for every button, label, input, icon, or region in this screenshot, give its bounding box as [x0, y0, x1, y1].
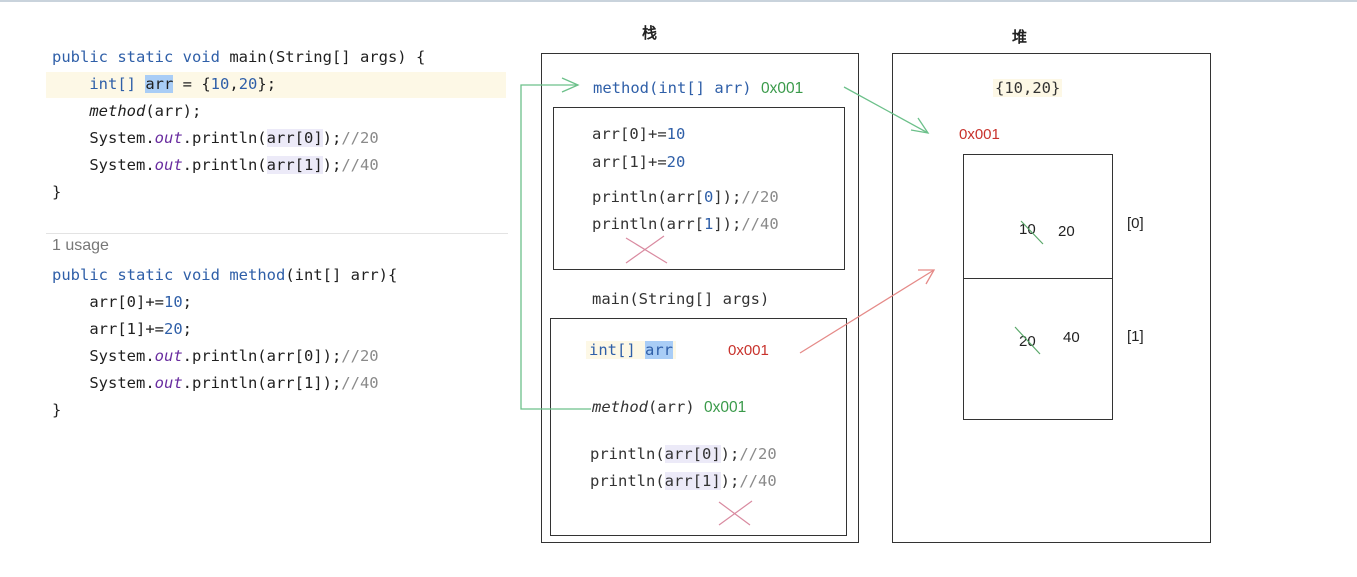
current-line-highlight — [46, 72, 506, 98]
method-frame-line: arr[1]+=20 — [592, 153, 686, 171]
method-frame-line: println(arr[0]);//20 — [592, 188, 779, 206]
main-println-0: println(arr[0]);//20 — [590, 445, 777, 463]
code-separator — [46, 233, 508, 234]
stack-method-frame-label: method(int[] arr) 0x001 — [593, 79, 804, 97]
heap-cell-divider — [963, 278, 1113, 280]
cell0-index: [0] — [1127, 215, 1144, 232]
heap-array — [963, 154, 1113, 420]
cell0-new-value: 20 — [1058, 223, 1075, 240]
method-frame-line: println(arr[1]);//40 — [592, 215, 779, 233]
cell0-old-value: 10 — [1019, 221, 1036, 238]
reference-arrow-main — [799, 269, 936, 354]
stack-region — [541, 53, 859, 543]
cell1-new-value: 40 — [1063, 329, 1080, 346]
heap-title: 堆 — [1012, 28, 1028, 46]
strike-cell1 — [1014, 326, 1041, 355]
main-println-1: println(arr[1]);//40 — [590, 472, 777, 490]
main-arr-address: 0x001 — [728, 342, 769, 359]
cell1-old-value: 20 — [1019, 333, 1036, 350]
top-divider — [0, 0, 1357, 2]
reference-arrow-method — [843, 86, 930, 134]
cross-mark-method — [625, 235, 668, 264]
stack-title: 栈 — [642, 24, 658, 42]
heap-address: 0x001 — [959, 126, 1000, 143]
main-decl: int[] arr — [586, 341, 677, 359]
code-main-block: public static void main(String[] args) {… — [52, 48, 426, 201]
heap-initial-values: {10,20} — [993, 79, 1063, 97]
selected-var[interactable]: arr — [145, 75, 174, 93]
cross-mark-main — [718, 500, 753, 526]
strike-cell0 — [1020, 220, 1044, 245]
heap-region — [892, 53, 1211, 543]
main-frame — [550, 318, 847, 536]
main-method-call: method(arr) 0x001 — [592, 398, 747, 416]
code-line: public static void main(String[] args) { — [52, 48, 426, 66]
code-method-block: public static void method(int[] arr){ ar… — [52, 266, 398, 419]
method-frame-line: arr[0]+=10 — [592, 125, 686, 143]
call-arrow — [520, 77, 591, 410]
usage-hint[interactable]: 1 usage — [52, 237, 109, 254]
method-frame — [553, 107, 845, 270]
cell1-index: [1] — [1127, 328, 1144, 345]
main-frame-label: main(String[] args) — [592, 290, 770, 308]
